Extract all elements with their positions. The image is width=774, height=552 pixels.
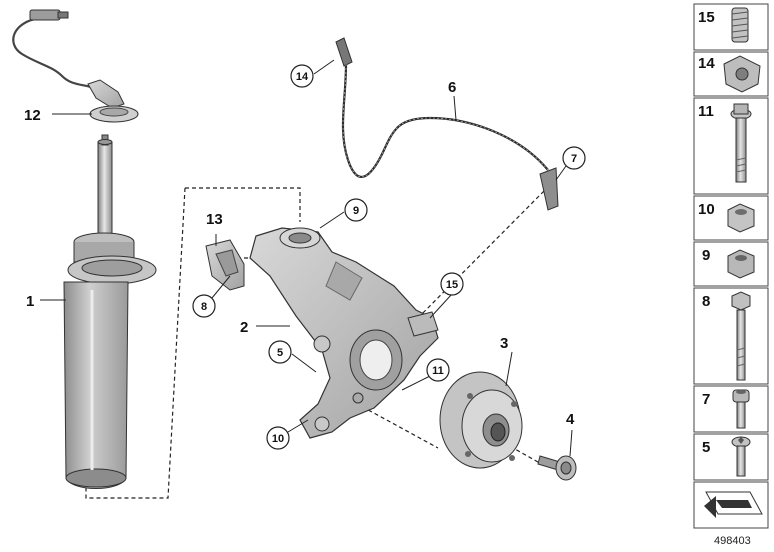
document-number: 498403 — [714, 535, 751, 547]
collar-nut-icon — [727, 203, 755, 233]
callout-5: 5 — [277, 347, 283, 359]
callout-15-circle: 15 — [440, 272, 464, 296]
callout-4: 4 — [566, 411, 575, 428]
fastener-sidebar: 15 14 11 10 9 8 7 5 — [693, 3, 769, 529]
callout-10: 10 — [272, 433, 284, 445]
shock-strut — [63, 134, 157, 489]
callout-8: 8 — [201, 301, 207, 313]
bracket-part — [205, 239, 245, 291]
callout-7-circle: 7 — [562, 146, 586, 170]
callout-7: 7 — [571, 153, 577, 165]
wheel-hub — [439, 371, 523, 469]
hub-bolt — [537, 455, 577, 481]
callout-6: 6 — [448, 79, 456, 96]
wheel-speed-sensor — [335, 37, 559, 211]
orientation-arrow-icon — [704, 491, 763, 518]
callout-2: 2 — [240, 319, 248, 336]
callout-3: 3 — [500, 335, 508, 352]
clip-icon — [723, 55, 761, 93]
leader-lines — [40, 59, 573, 457]
sidebar-label-8: 8 — [702, 293, 710, 310]
small-bolt-11 — [352, 392, 364, 404]
sidebar-label-14: 14 — [698, 55, 715, 72]
sidebar-label-11: 11 — [698, 103, 714, 120]
callout-12: 12 — [24, 107, 41, 124]
callout-13: 13 — [206, 211, 223, 228]
callout-9: 9 — [353, 205, 359, 217]
callout-15: 15 — [446, 279, 458, 291]
hex-nut-icon — [727, 249, 755, 279]
callout-11-circle: 11 — [426, 358, 450, 382]
sidebar-label-5: 5 — [702, 439, 710, 456]
callout-5-circle: 5 — [268, 340, 292, 364]
callout-8-circle: 8 — [192, 294, 216, 318]
sidebar-label-10: 10 — [698, 201, 715, 218]
spring-nut-icon — [731, 7, 749, 43]
top-mount-assembly — [12, 9, 139, 123]
torx-bolt-icon — [731, 436, 751, 477]
sidebar-label-9: 9 — [702, 247, 710, 264]
callout-9-circle: 9 — [344, 198, 368, 222]
callout-10-circle: 10 — [266, 426, 290, 450]
sidebar-label-7: 7 — [702, 391, 710, 408]
callout-14: 14 — [296, 71, 309, 83]
callout-11: 11 — [432, 365, 444, 377]
callout-14-circle: 14 — [290, 64, 314, 88]
socket-screw-icon — [732, 389, 750, 429]
long-bolt-icon — [731, 291, 751, 381]
callout-1: 1 — [26, 293, 34, 310]
flange-bolt-icon — [730, 103, 752, 183]
wheel-carrier — [249, 227, 439, 439]
sidebar-label-15: 15 — [698, 9, 715, 26]
